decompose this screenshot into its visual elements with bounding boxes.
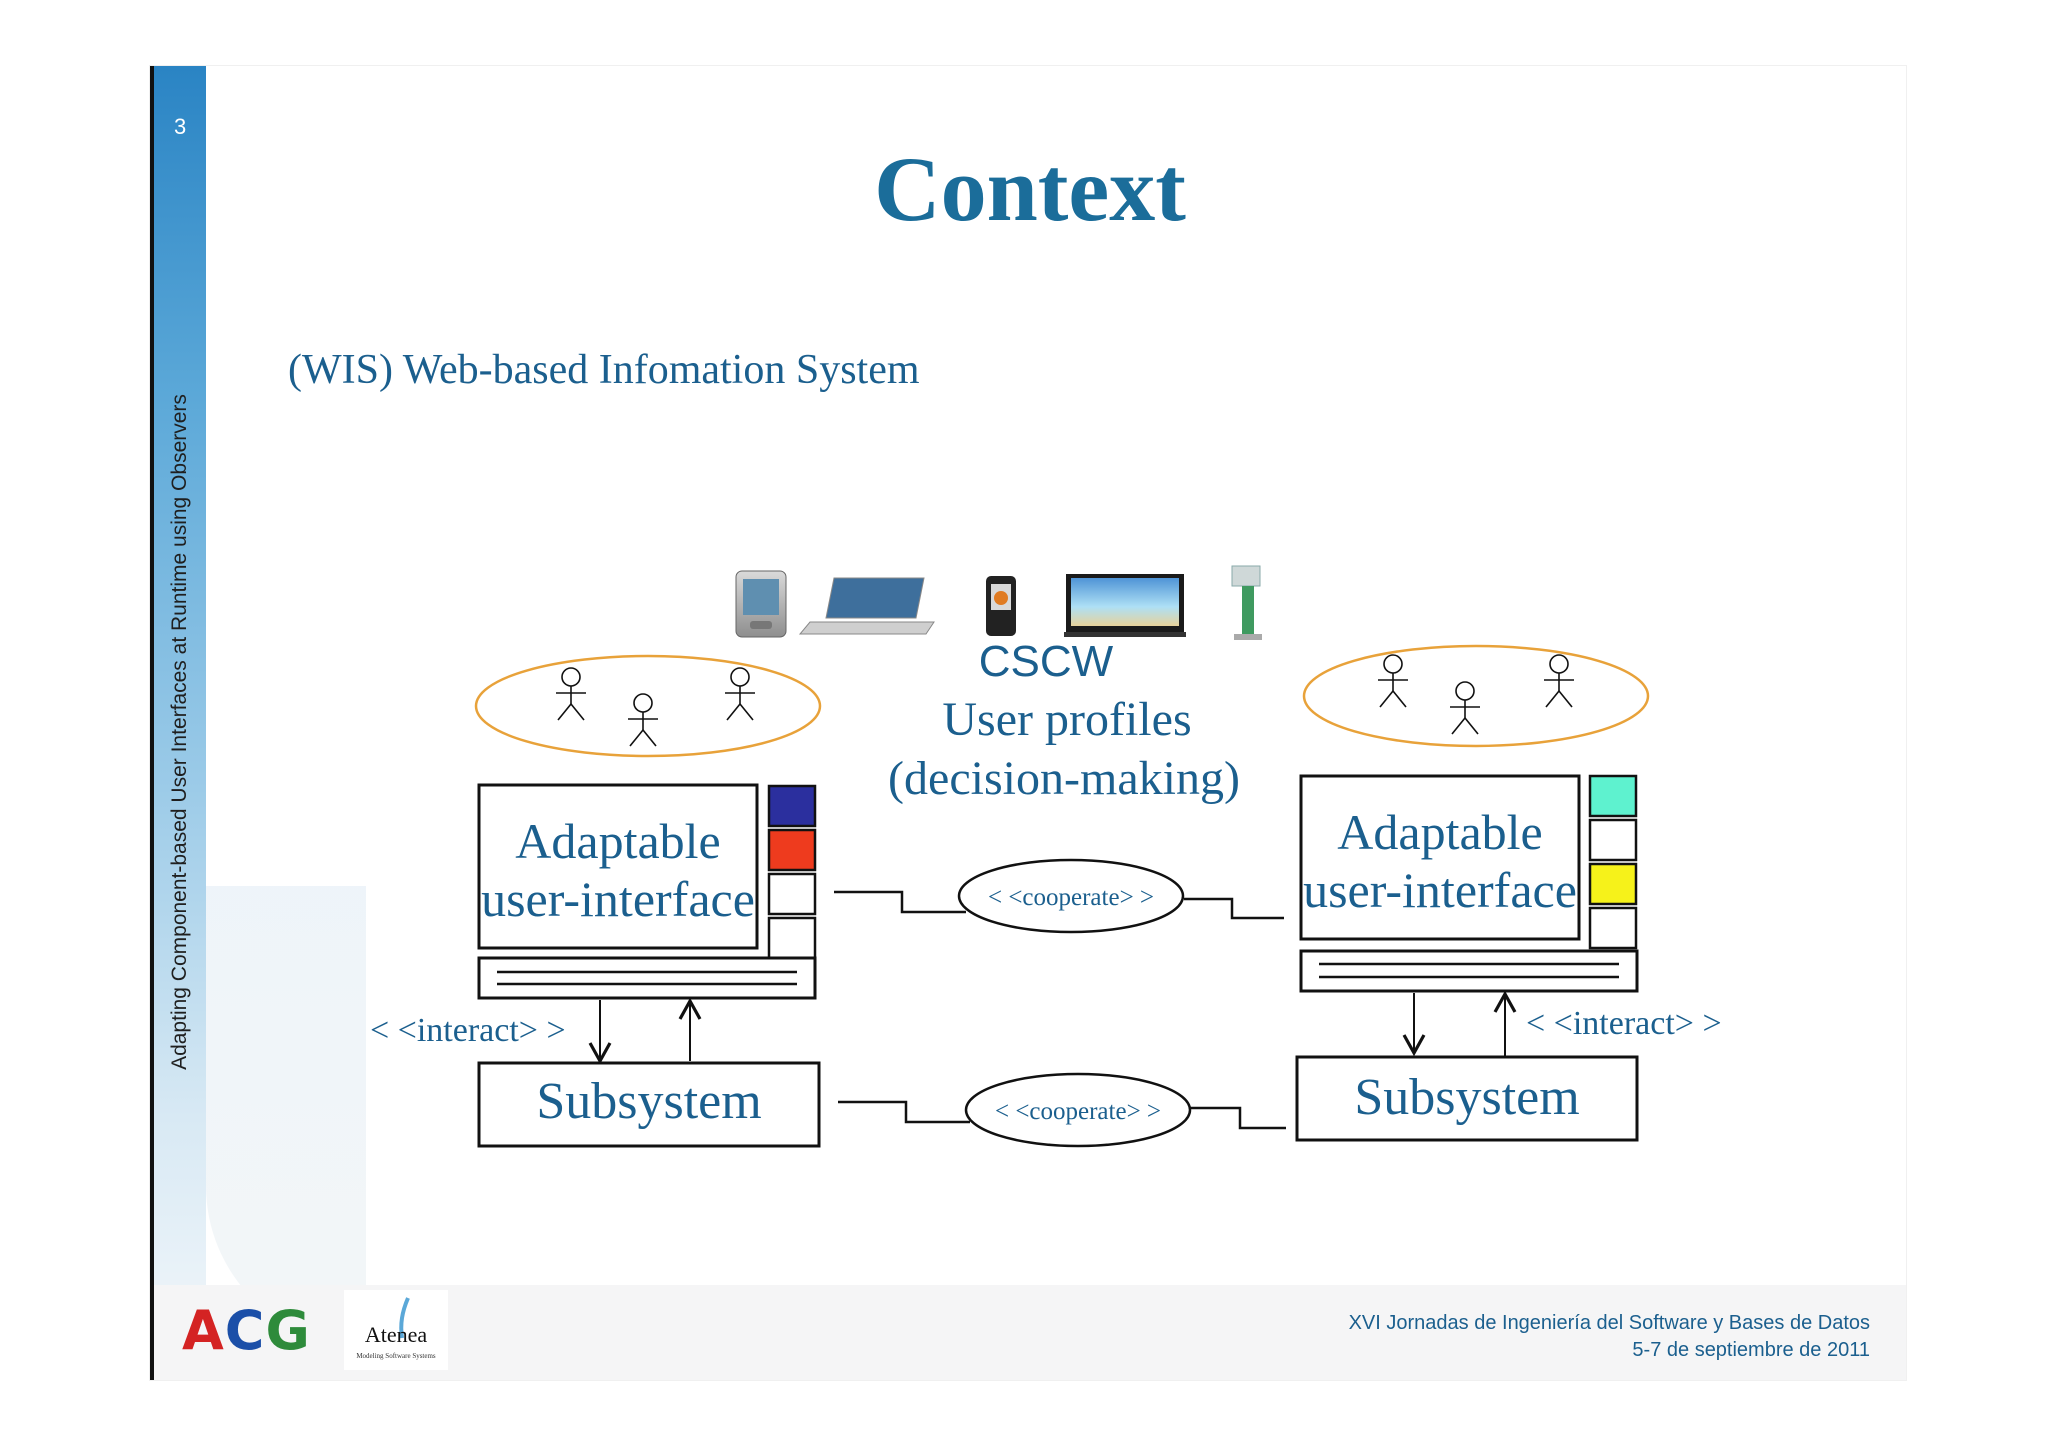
- laptop-icon: [798, 577, 935, 635]
- cooperate-connector-bottom: [838, 1100, 970, 1124]
- svg-text:Adaptable: Adaptable: [515, 813, 720, 869]
- decorative-curve: [206, 886, 366, 1346]
- cooperate-label-bottom: < <cooperate> >: [995, 1098, 1161, 1125]
- atenea-logo: Atenea Modeling Software Systems: [344, 1290, 448, 1370]
- pda-icon: [735, 570, 787, 638]
- slide-title: Context: [874, 138, 1186, 240]
- cooperate-connector-bottom: [1190, 1106, 1286, 1130]
- svg-text:user-interface: user-interface: [481, 871, 755, 927]
- left-user-group: [474, 654, 822, 758]
- actor-icon: [1450, 681, 1480, 735]
- user-profiles-label: User profiles: [942, 693, 1191, 746]
- right-ui-palette: [1588, 774, 1638, 950]
- actor-icon: [1544, 654, 1574, 708]
- actor-icon: [1378, 654, 1408, 708]
- actor-icon: [556, 667, 586, 721]
- slide: 3 Adapting Component-based User Interfac…: [150, 66, 1906, 1380]
- event-info: XVI Jornadas de Ingeniería del Software …: [1349, 1310, 1870, 1364]
- smartphone-icon: [986, 576, 1016, 636]
- event-name: XVI Jornadas de Ingeniería del Software …: [1348, 1312, 1870, 1334]
- actor-icon: [628, 693, 658, 747]
- tv-icon: [1064, 574, 1186, 637]
- cooperate-label-top: < <cooperate> >: [988, 884, 1154, 911]
- right-interact-label: < <interact> >: [1526, 1005, 1722, 1042]
- left-keyboard: [477, 956, 817, 1000]
- right-keyboard: [1299, 949, 1639, 993]
- left-ui-palette: [767, 784, 817, 960]
- left-subsystem: Subsystem: [477, 1061, 821, 1148]
- kiosk-icon: [1231, 565, 1262, 640]
- cscw-label: CSCW: [979, 637, 1114, 686]
- actor-icon: [725, 667, 755, 721]
- cooperate-ellipse-top: [957, 858, 1185, 934]
- svg-text:Subsystem: Subsystem: [1354, 1069, 1579, 1126]
- decision-making-label: (decision-making): [888, 752, 1240, 805]
- context-diagram: CSCW User profiles (decision-making) Ada…: [370, 565, 1722, 1148]
- event-date: 5-7 de septiembre de 2011: [1632, 1339, 1870, 1361]
- side-band: [154, 66, 206, 1380]
- slide-number: 3: [174, 114, 187, 139]
- right-subsystem: Subsystem: [1295, 1055, 1639, 1142]
- svg-text:user-interface: user-interface: [1303, 862, 1577, 918]
- slide-subtitle: (WIS) Web-based Infomation System: [288, 347, 920, 393]
- cooperate-connector-top: [1184, 897, 1284, 920]
- left-interact-label: < <interact> >: [370, 1012, 566, 1049]
- svg-text:Subsystem: Subsystem: [536, 1073, 761, 1130]
- cooperate-ellipse-bottom: [964, 1072, 1192, 1148]
- svg-text:Atenea: Atenea: [365, 1322, 428, 1347]
- cooperate-connector-top: [834, 890, 966, 914]
- svg-text:Adaptable: Adaptable: [1337, 804, 1542, 860]
- right-user-group: [1302, 644, 1650, 748]
- left-adaptable-ui: Adaptable user-interface: [477, 783, 759, 950]
- right-adaptable-ui: Adaptable user-interface: [1299, 774, 1581, 941]
- acg-logo: ACG: [182, 1299, 311, 1362]
- svg-text:Modeling Software Systems: Modeling Software Systems: [356, 1352, 436, 1360]
